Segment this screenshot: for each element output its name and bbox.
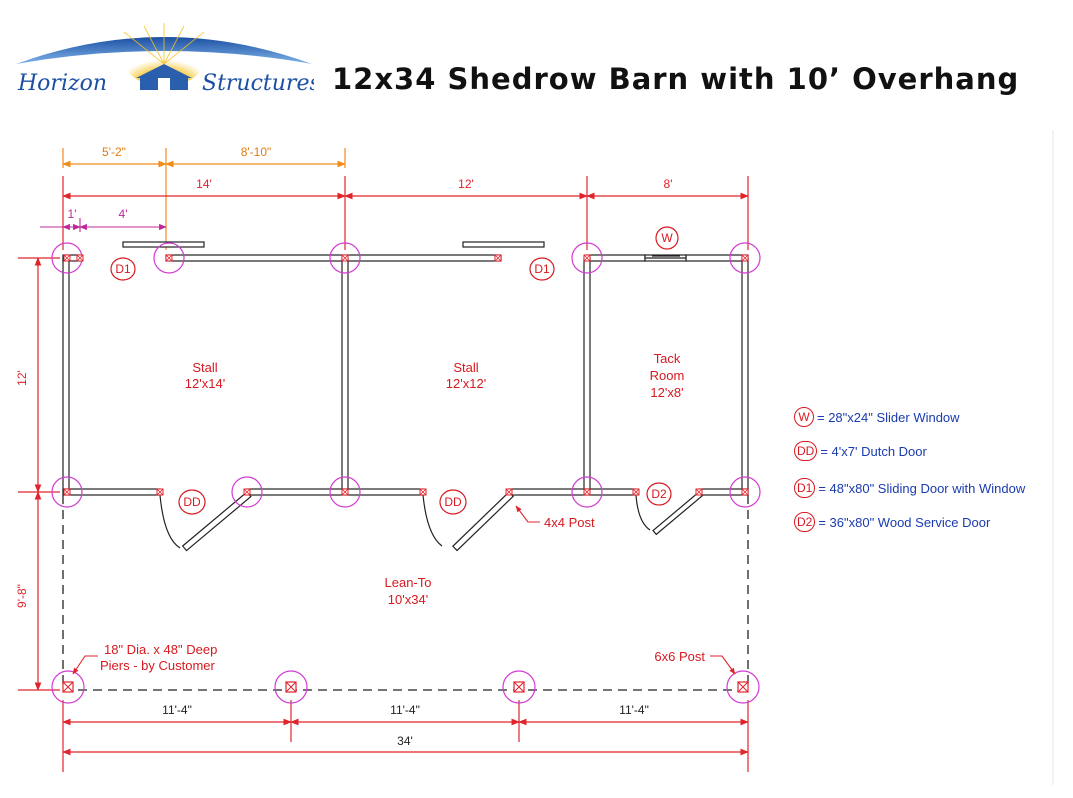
room-stall1-name: Stall <box>192 360 217 375</box>
pier-ring <box>231 476 263 508</box>
tag-dd-left: DD <box>183 495 201 509</box>
walls <box>62 241 749 496</box>
legend-text-w: = 28"x24" Slider Window <box>817 409 960 425</box>
dim-label-1: 1' <box>68 207 77 221</box>
pier-ring <box>729 476 761 508</box>
dim-label-bottom-total: 34' <box>397 734 413 748</box>
post-cross <box>62 681 74 693</box>
post-cross <box>285 681 297 693</box>
pier-ring <box>329 476 361 508</box>
post-cross <box>513 681 525 693</box>
legend-row-d1: D1 = 48"x80" Sliding Door with Window <box>794 476 1025 500</box>
post-cross <box>583 488 591 496</box>
dim-small-magenta <box>40 218 167 232</box>
pier-ring <box>571 476 603 508</box>
lean-to-outline <box>62 495 749 691</box>
dim-label-5-2: 5'-2" <box>102 145 126 159</box>
dim-top-orange <box>62 148 346 250</box>
tags <box>110 226 679 515</box>
dim-label-12: 12' <box>458 177 474 191</box>
pier-ring <box>726 670 760 704</box>
note-piers-line1: 18" Dia. x 48" Deep <box>104 642 217 657</box>
pier-ring <box>329 242 361 274</box>
post-cross <box>165 254 173 262</box>
pier-ring <box>571 242 603 274</box>
post-cross <box>156 488 164 496</box>
post-cross <box>341 488 349 496</box>
tag-d1-right: D1 <box>534 262 550 276</box>
pier-ring <box>51 476 83 508</box>
legend-text-d1: = 48"x80" Sliding Door with Window <box>818 480 1026 496</box>
dim-label-8: 8' <box>664 177 673 191</box>
doors <box>159 491 704 552</box>
post-cross <box>505 488 513 496</box>
note-piers-line2: Piers - by Customer <box>100 658 216 673</box>
tag-w: W <box>661 231 673 245</box>
dim-label-8-10: 8'-10" <box>241 145 272 159</box>
dim-bottom-red <box>62 700 749 772</box>
page-title: 12x34 Shedrow Barn with 10’ Overhang <box>332 62 1020 96</box>
tag-d1-left: D1 <box>115 262 131 276</box>
brand-name-right: Structures <box>202 71 314 96</box>
pier-ring <box>502 670 536 704</box>
room-tack-name1: Tack <box>654 351 681 366</box>
legend-row-w: W = 28"x24" Slider Window <box>794 405 960 429</box>
dim-left-red <box>18 257 60 691</box>
post-cross <box>76 254 84 262</box>
post-cross <box>243 488 251 496</box>
post-cross <box>494 254 502 262</box>
pier-ring <box>153 242 185 274</box>
pier-ring <box>51 670 85 704</box>
tag-dd-right: DD <box>444 495 462 509</box>
post-cross <box>63 488 71 496</box>
room-tack-size: 12'x8' <box>650 385 683 400</box>
room-stall2-name: Stall <box>453 360 478 375</box>
dim-label-bottom-a: 11'-4" <box>162 703 192 717</box>
post-cross <box>695 488 703 496</box>
post-cross <box>419 488 427 496</box>
room-leanto-name: Lean-To <box>385 575 432 590</box>
note-4x4-post: 4x4 Post <box>544 515 595 530</box>
legend-row-d2: D2 = 36"x80" Wood Service Door <box>794 510 990 534</box>
legend-code-dd: DD <box>794 441 818 461</box>
room-leanto-size: 10'x34' <box>388 592 428 607</box>
dim-top-red <box>62 176 749 250</box>
horizon-structures-logo: Horizon Structures <box>16 23 314 96</box>
post-cross <box>737 681 749 693</box>
dim-label-bottom-b: 11'-4" <box>390 703 420 717</box>
room-stall1-size: 12'x14' <box>185 376 225 391</box>
pier-ring <box>274 670 308 704</box>
dim-label-left-9-8: 9'-8" <box>15 584 29 608</box>
legend-code-d1: D1 <box>794 478 816 498</box>
post-cross <box>583 254 591 262</box>
legend-text-d2: = 36"x80" Wood Service Door <box>818 514 991 530</box>
post-cross <box>741 488 749 496</box>
dim-label-14: 14' <box>196 177 212 191</box>
pier-ring <box>729 242 761 274</box>
post-cross <box>341 254 349 262</box>
post-cross <box>632 488 640 496</box>
room-tack-name2: Room <box>650 368 685 383</box>
dim-label-bottom-c: 11'-4" <box>619 703 649 717</box>
post-cross <box>63 254 71 262</box>
dim-label-left-12: 12' <box>15 370 29 386</box>
legend-code-w: W <box>794 407 814 427</box>
tag-d2: D2 <box>651 487 667 501</box>
dim-label-4: 4' <box>119 207 128 221</box>
legend-code-d2: D2 <box>794 512 816 532</box>
legend-text-dd: = 4'x7' Dutch Door <box>820 443 927 459</box>
post-cross <box>741 254 749 262</box>
room-stall2-size: 12'x12' <box>446 376 486 391</box>
posts <box>51 242 761 704</box>
legend-row-dd: DD = 4'x7' Dutch Door <box>794 439 927 463</box>
brand-name-left: Horizon <box>17 71 107 96</box>
note-6x6-post: 6x6 Post <box>654 649 705 664</box>
